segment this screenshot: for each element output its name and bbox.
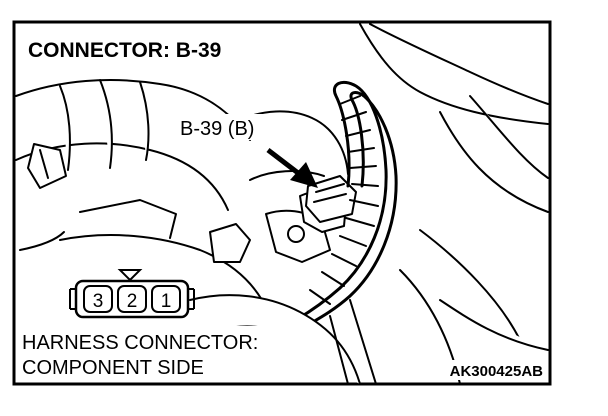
pin-cell xyxy=(83,285,113,313)
connector-key-tab xyxy=(117,269,143,282)
callout-arrow xyxy=(266,148,318,188)
caption-line-2: COMPONENT SIDE xyxy=(22,357,204,379)
pin-label: 3 xyxy=(93,291,104,312)
pin-label: 2 xyxy=(127,291,138,312)
figure-code: AK300425AB xyxy=(450,363,544,380)
connector-pin-face: 3 2 1 xyxy=(69,269,195,319)
diagram-title: CONNECTOR: B-39 xyxy=(28,39,221,62)
pin-cell xyxy=(117,285,147,313)
caption-line-1: HARNESS CONNECTOR: xyxy=(22,332,258,354)
callout-label: B-39 (B) xyxy=(180,118,254,140)
pin-label: 1 xyxy=(161,291,172,312)
pin-cell xyxy=(151,285,181,313)
